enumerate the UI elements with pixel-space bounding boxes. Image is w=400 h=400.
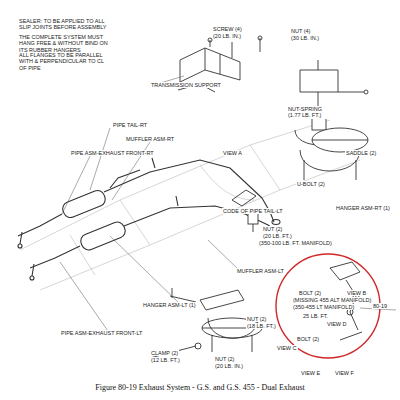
part-label: (350-100 LB. FT. MANIFOLD) <box>258 240 333 246</box>
part-label: MUFFLER ASM-RT <box>125 136 175 142</box>
part-label: NUT (2) <box>214 356 235 362</box>
part-label: BOLT (2) <box>296 336 320 342</box>
part-label: SCREW (4) <box>212 26 243 32</box>
part-label: VIEW D <box>326 321 348 327</box>
part-label: CODE OF PIPE TAIL-LT <box>222 208 284 214</box>
part-label: NUT-SPRING (1.77 LB. FT.) <box>287 106 329 119</box>
part-label: (20 LB. FT.) <box>262 233 293 239</box>
part-label: BOLT (2) <box>298 290 322 296</box>
part-label: VIEW B <box>346 290 367 296</box>
part-label: VIEW A <box>222 150 243 156</box>
part-label: NUT (2) <box>246 316 267 322</box>
part-label: (350-455 LT MANIFOLD) <box>292 304 355 310</box>
part-label: VIEW C <box>276 345 298 351</box>
assembly-note: ALL FLANGES TO BE PARALLEL WITH & PERPEN… <box>18 52 112 71</box>
part-label: NUT (4) <box>290 28 311 34</box>
part-label: HANGER ASM-RT (1) <box>335 205 391 211</box>
part-label: HANGER ASM-LT (1) <box>142 302 197 308</box>
part-label: PIPE TAIL-RT <box>112 122 148 128</box>
figure-caption: Figure 80-19 Exhaust System - G.S. and G… <box>95 383 305 392</box>
assembly-note: THE COMPLETE SYSTEM MUST HANG FREE & WIT… <box>18 34 112 53</box>
part-label: CLAMP (2) <box>150 350 179 356</box>
part-label: VIEW E <box>300 370 321 376</box>
part-label: U-BOLT (2) <box>296 181 326 187</box>
part-label: NUT (2) <box>262 226 283 232</box>
part-label: (MISSING 455 ALT MANIFOLD) <box>292 297 372 303</box>
part-label: VIEW F <box>334 370 355 376</box>
assembly-note: SEALER: TO BE APPLIED TO ALL SLIP JOINTS… <box>18 18 112 31</box>
part-label: MUFFLER ASM-LT <box>236 268 285 274</box>
part-label: TRANSMISSION SUPPORT <box>150 82 222 88</box>
part-label: SADDLE (2) <box>345 150 377 156</box>
part-label: 25 LB. FT. <box>302 313 329 319</box>
part-label: (20 LB. IN.) <box>212 33 242 39</box>
part-label: 80-19 <box>372 303 388 309</box>
part-label: PIPE ASM-EXHAUST FRONT-LT <box>60 330 143 336</box>
part-label: (18 LB. FT.) <box>246 323 277 329</box>
part-label: (20 LB. IN.) <box>214 363 244 369</box>
part-label: PIPE ASM-EXHAUST FRONT-RT <box>70 150 155 156</box>
part-label: (30 LB. IN.) <box>290 35 320 41</box>
part-label: (12 LB. FT.) <box>150 357 181 363</box>
